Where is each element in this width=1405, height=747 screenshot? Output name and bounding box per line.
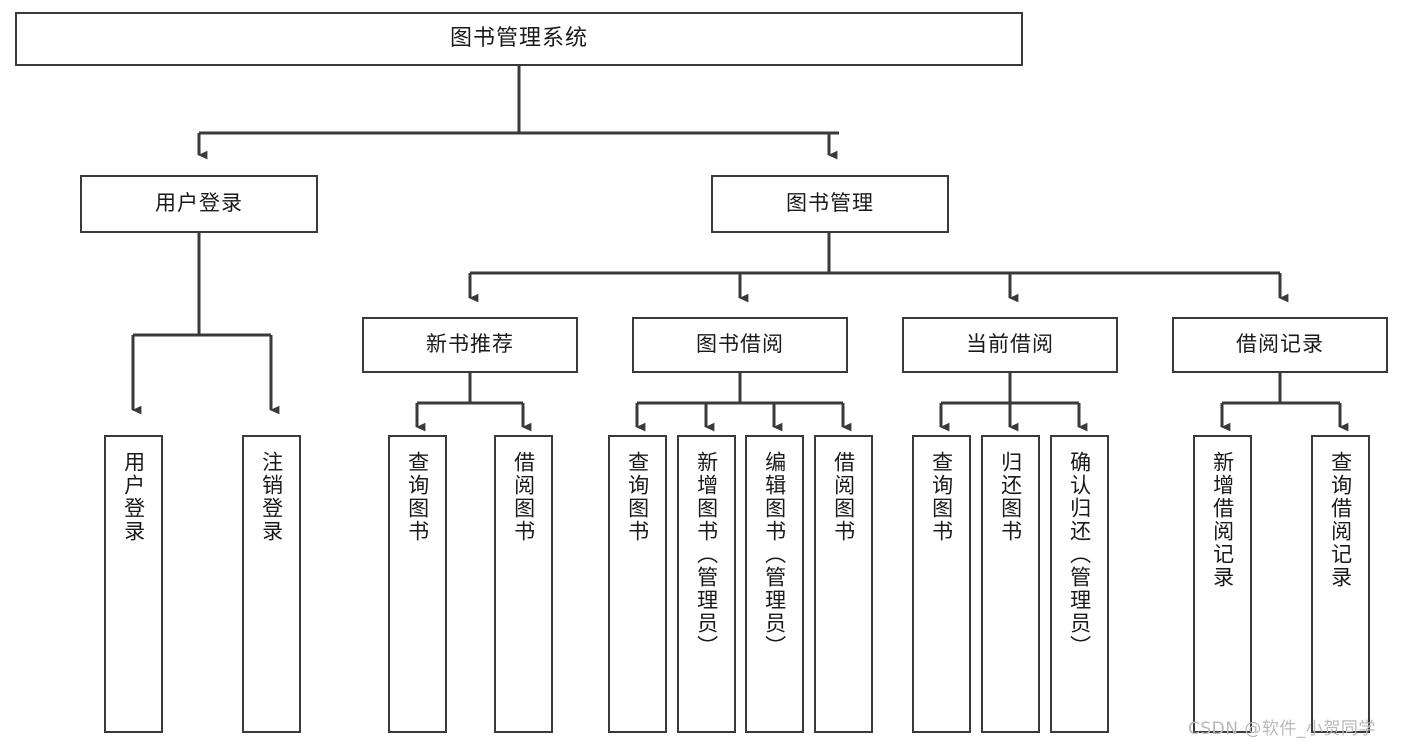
node-label: 归还图书 <box>998 451 1023 543</box>
node-label: 确认归还（管理员） <box>1067 451 1092 658</box>
node-book-manage[interactable]: 图书管理 <box>711 175 949 233</box>
leaf-current-borrow-confirm[interactable]: 确认归还（管理员） <box>1050 435 1109 733</box>
leaf-borrow-record-query[interactable]: 查询借阅记录 <box>1311 435 1370 733</box>
node-label: 借阅图书 <box>511 451 536 543</box>
node-label: 查询图书 <box>405 451 430 543</box>
watermark-text: CSDN @软件_小贺同学 <box>1188 719 1376 739</box>
node-label: 借阅记录 <box>1236 332 1324 357</box>
node-label: 借阅图书 <box>831 451 856 543</box>
node-book-borrow[interactable]: 图书借阅 <box>632 317 848 373</box>
node-label: 当前借阅 <box>966 332 1054 357</box>
node-label: 用户登录 <box>155 191 243 216</box>
node-borrow-record[interactable]: 借阅记录 <box>1172 317 1388 373</box>
node-label: 新增图书（管理员） <box>694 451 719 658</box>
node-root-system[interactable]: 图书管理系统 <box>15 12 1023 66</box>
node-label: 新增借阅记录 <box>1210 451 1235 589</box>
node-label: 查询借阅记录 <box>1328 451 1353 589</box>
node-label: 注销登录 <box>259 451 284 543</box>
node-user-login[interactable]: 用户登录 <box>80 175 318 233</box>
leaf-current-borrow-query[interactable]: 查询图书 <box>912 435 971 733</box>
leaf-user-login-login[interactable]: 用户登录 <box>104 435 163 733</box>
node-current-borrow[interactable]: 当前借阅 <box>902 317 1118 373</box>
leaf-book-borrow-add[interactable]: 新增图书（管理员） <box>677 435 736 733</box>
node-label: 查询图书 <box>625 451 650 543</box>
leaf-new-book-borrow[interactable]: 借阅图书 <box>494 435 553 733</box>
leaf-book-borrow-query[interactable]: 查询图书 <box>608 435 667 733</box>
node-label: 编辑图书（管理员） <box>762 451 787 658</box>
leaf-book-borrow-edit[interactable]: 编辑图书（管理员） <box>745 435 804 733</box>
node-label: 图书借阅 <box>696 332 784 357</box>
leaf-user-login-logout[interactable]: 注销登录 <box>242 435 301 733</box>
node-label: 图书管理系统 <box>449 25 588 51</box>
node-label: 图书管理 <box>786 191 874 216</box>
node-label: 用户登录 <box>121 451 146 543</box>
node-label: 新书推荐 <box>426 332 514 357</box>
node-new-book-recommend[interactable]: 新书推荐 <box>362 317 578 373</box>
leaf-current-borrow-return[interactable]: 归还图书 <box>981 435 1040 733</box>
leaf-borrow-record-add[interactable]: 新增借阅记录 <box>1193 435 1252 733</box>
leaf-new-book-query[interactable]: 查询图书 <box>388 435 447 733</box>
node-label: 查询图书 <box>929 451 954 543</box>
leaf-book-borrow-borrow[interactable]: 借阅图书 <box>814 435 873 733</box>
